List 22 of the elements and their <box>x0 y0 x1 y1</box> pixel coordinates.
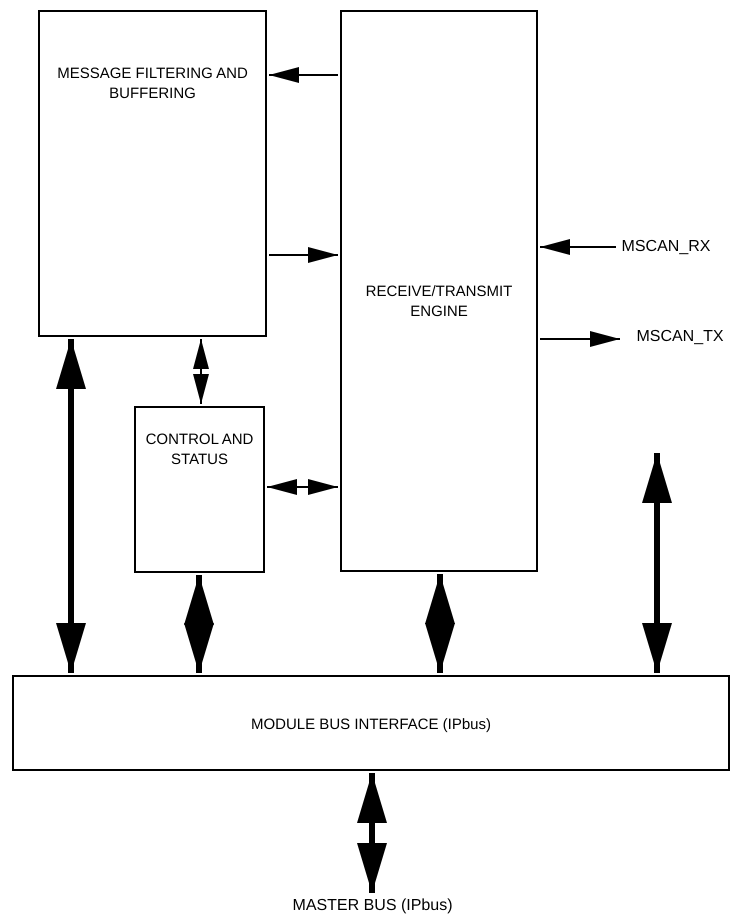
block-label: MSCAN_RX <box>622 237 710 257</box>
arrow <box>540 239 616 255</box>
block-label: MODULE BUS INTERFACE (IPbus) <box>250 715 492 735</box>
arrow <box>193 339 209 404</box>
arrow <box>56 339 86 673</box>
block-label: CONTROL AND STATUS <box>144 430 254 470</box>
block-label: MESSAGE FILTERING AND BUFFERING <box>56 64 249 104</box>
block-label: MASTER BUS (IPbus) <box>292 896 453 916</box>
block-label: RECEIVE/TRANSMIT ENGINE <box>364 282 514 322</box>
block-box <box>12 675 730 771</box>
arrow <box>184 575 214 673</box>
block-box <box>38 10 267 337</box>
block-box <box>134 406 265 573</box>
block-label: MSCAN_TX <box>636 327 724 347</box>
arrow <box>357 773 387 893</box>
arrow <box>425 574 455 673</box>
arrow <box>269 67 338 83</box>
arrow <box>540 331 620 347</box>
arrow <box>267 479 338 495</box>
block-box <box>340 10 538 572</box>
arrow <box>269 247 338 263</box>
arrow <box>642 453 672 673</box>
